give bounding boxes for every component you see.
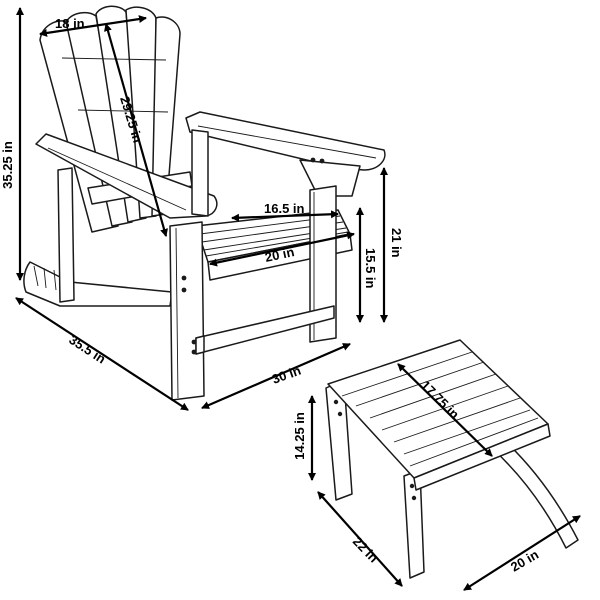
label-chair-seat-depth: 16.5 in xyxy=(264,201,305,216)
label-chair-arm-height: 21 in xyxy=(389,228,404,258)
dim-line-seat-width xyxy=(209,231,355,267)
dim-line-back-height xyxy=(104,23,168,237)
label-chair-back-width: 18 in xyxy=(55,16,85,31)
label-chair-depth: 35.5 in xyxy=(66,332,108,367)
label-ottoman-depth: 22 in xyxy=(350,534,381,566)
dim-line-seat-depth xyxy=(231,210,339,222)
label-chair-seat-height: 15.5 in xyxy=(363,248,378,289)
label-chair-seat-width: 20 in xyxy=(264,244,296,265)
label-ottoman-width: 20 in xyxy=(508,547,541,575)
dim-line-ottoman-width xyxy=(463,515,581,591)
dimension-lines xyxy=(15,7,581,591)
label-chair-total-height: 35.25 in xyxy=(0,141,15,189)
dim-line-chair-width xyxy=(201,342,351,410)
dim-line-chair-depth xyxy=(15,297,189,411)
label-chair-width: 30 in xyxy=(270,363,303,387)
dim-line-ottoman-length xyxy=(397,363,493,457)
dim-line-back-width xyxy=(39,15,147,37)
dim-line-ottoman-depth xyxy=(317,491,403,587)
label-ottoman-height: 14.25 in xyxy=(292,412,307,460)
